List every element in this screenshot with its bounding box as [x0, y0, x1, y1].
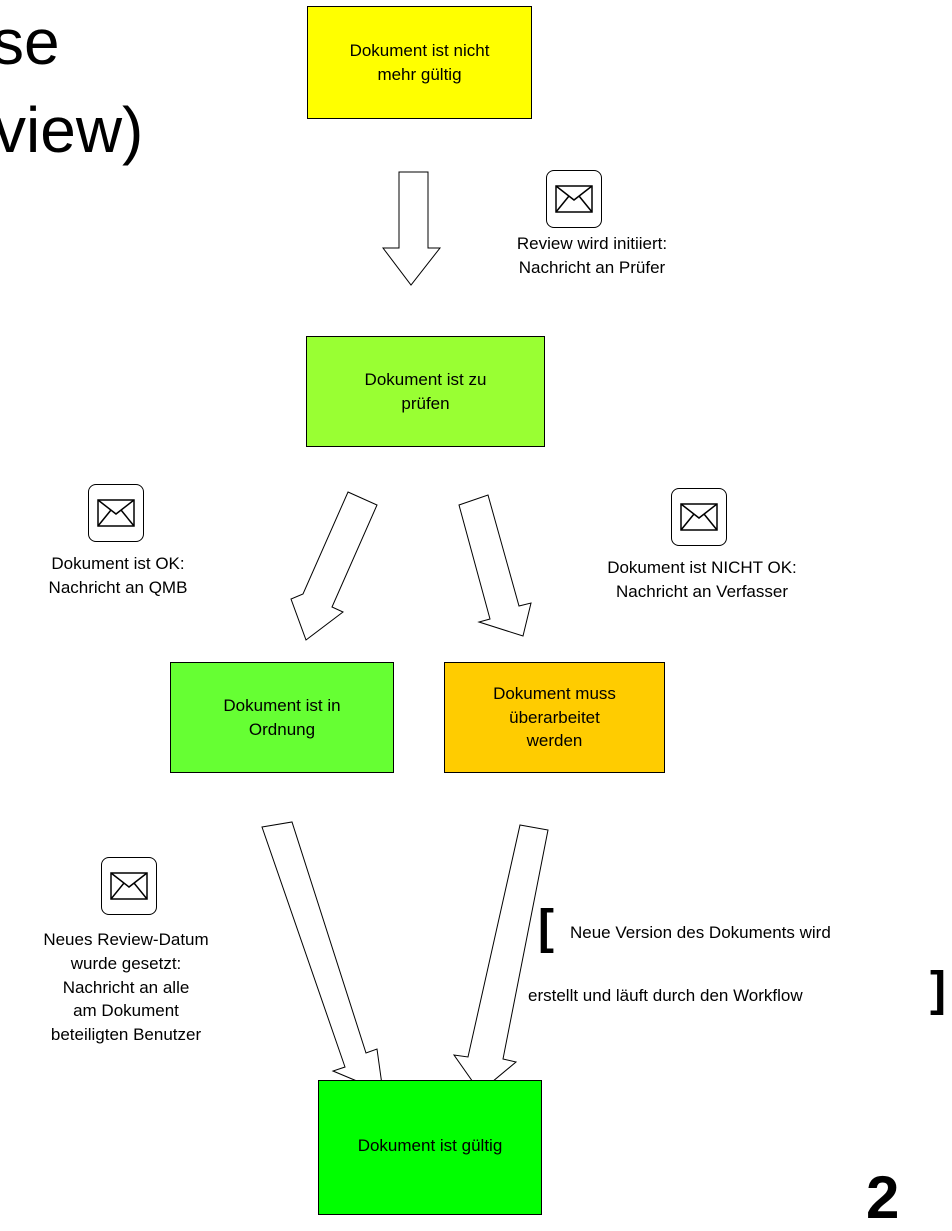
transition-doc-ok: Dokument ist OK: Nachricht an QMB — [48, 554, 188, 597]
arrow-review-init — [381, 171, 442, 286]
transition-new-version-line1: Neue Version des Dokuments wird — [570, 923, 831, 942]
arrow-new-version — [452, 824, 549, 1093]
arrow-new-date — [261, 821, 384, 1093]
title-fragment-2: view) — [0, 94, 144, 166]
state-not-valid-label: Dokument ist nicht mehr gültig — [349, 41, 490, 84]
state-valid: Dokument ist gültig — [318, 1080, 542, 1215]
bracket-open: [ — [538, 901, 554, 954]
state-to-review: Dokument ist zu prüfen — [306, 336, 545, 447]
transition-new-version-line2: erstellt und läuft durch den Workflow — [528, 986, 803, 1005]
arrow-doc-not-ok — [458, 494, 532, 637]
state-valid-label: Dokument ist gültig — [357, 1136, 503, 1155]
transition-new-date: Neues Review-Datum wurde gesetzt: Nachri… — [43, 930, 209, 1045]
state-ok-label: Dokument ist in Ordnung — [223, 696, 341, 739]
state-revise: Dokument muss überarbeitet werden — [444, 662, 665, 773]
state-revise-label: Dokument muss überarbeitet werden — [493, 684, 616, 751]
state-ok: Dokument ist in Ordnung — [170, 662, 394, 773]
envelope-icon — [101, 857, 157, 915]
title-fragment-1: se — [0, 6, 60, 78]
bracket-close: ] — [930, 963, 946, 1016]
state-not-valid: Dokument ist nicht mehr gültig — [307, 6, 532, 119]
envelope-icon — [88, 484, 144, 542]
transition-review-init: Review wird initiiert: Nachricht an Prüf… — [516, 234, 668, 277]
page-number-fragment: 2 — [866, 1164, 900, 1231]
transition-doc-not-ok: Dokument ist NICHT OK: Nachricht an Verf… — [607, 558, 797, 601]
envelope-icon — [546, 170, 602, 228]
envelope-icon — [671, 488, 727, 546]
arrow-doc-ok — [290, 491, 378, 641]
state-to-review-label: Dokument ist zu prüfen — [364, 370, 487, 413]
